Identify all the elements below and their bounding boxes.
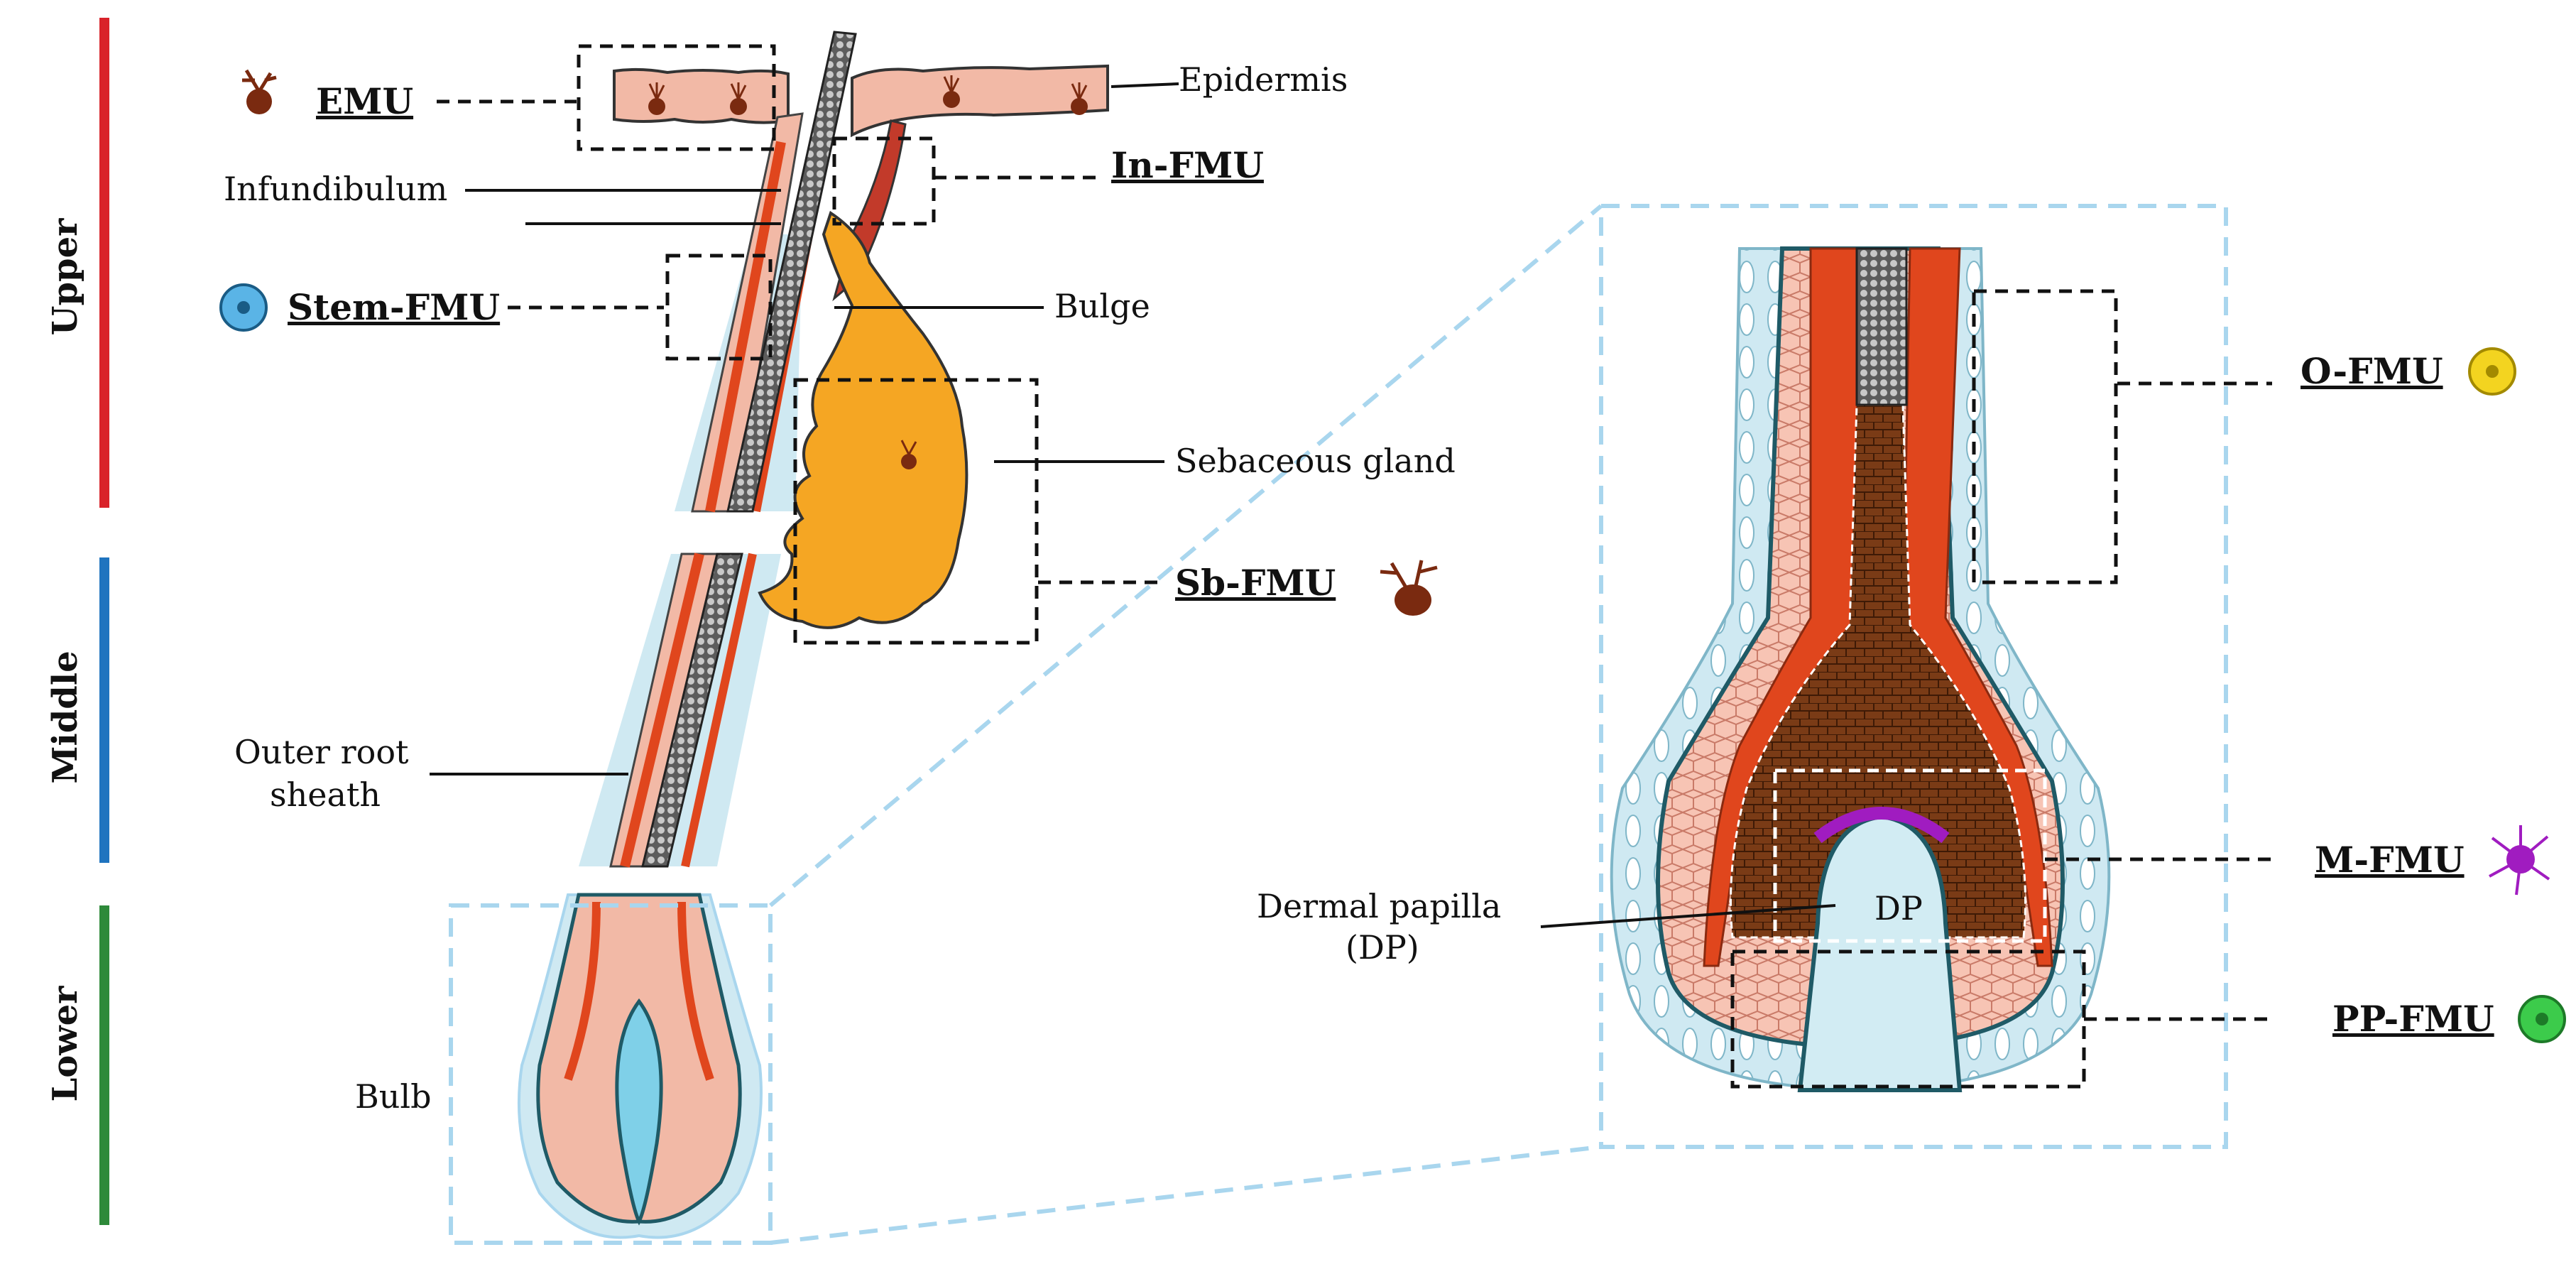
zoom-line-top	[769, 204, 1603, 908]
melanocyte-markers	[648, 75, 1088, 469]
m-fmu-box	[1773, 768, 2047, 943]
sb-melanocyte-icon	[1380, 560, 1438, 616]
detail-matrix	[1730, 403, 2026, 939]
bulb-irs-left	[564, 901, 601, 1081]
melanocyte-icon	[943, 75, 960, 108]
o-fmu-box	[1972, 289, 2118, 584]
region-label-upper: Upper	[45, 218, 85, 336]
melanocyte-icon	[648, 82, 665, 115]
label-dermal-papilla-2: (DP)	[1346, 928, 1419, 967]
region-label-middle: Middle	[45, 651, 85, 783]
m-cell-icon	[2489, 825, 2550, 896]
label-dp: DP	[1874, 889, 1923, 927]
label-dermal-papilla-1: Dermal papilla	[1257, 887, 1501, 925]
label-sebaceous-gland: Sebaceous gland	[1175, 442, 1456, 480]
label-emu: EMU	[316, 80, 413, 122]
label-sb-fmu: Sb-FMU	[1175, 562, 1336, 604]
label-bulge: Bulge	[1054, 287, 1150, 325]
bulb-detail-box	[1599, 204, 2228, 1149]
middle-region-bar	[99, 557, 109, 863]
bulb-dermal-papilla	[615, 998, 663, 1226]
bulb-detail	[1610, 246, 2118, 1092]
emu-melanocyte-icon	[242, 69, 277, 114]
label-o-fmu: O-FMU	[2301, 350, 2443, 392]
inner-root-sheath-mid-right	[681, 553, 757, 868]
label-bulb: Bulb	[355, 1077, 432, 1116]
stem-cell-icon	[219, 283, 268, 332]
label-stem-fmu: Stem-FMU	[288, 286, 500, 328]
o-cell-icon	[2468, 347, 2516, 396]
inner-root-sheath-left	[705, 141, 786, 513]
melanocyte-icon	[900, 440, 917, 469]
emu-box	[577, 44, 776, 151]
label-infundibulum: Infundibulum	[224, 170, 447, 208]
hair-follicle-left	[517, 31, 1109, 1239]
region-bars: Upper Middle Lower	[45, 18, 109, 1225]
bulb-irs-right	[677, 901, 714, 1081]
pp-cell-icon	[2518, 995, 2566, 1043]
detail-hair-shaft	[1855, 247, 1908, 406]
hair-shaft-mid	[641, 553, 743, 868]
label-epidermis: Epidermis	[1179, 60, 1348, 99]
labels: EMU Epidermis Infundibulum In-FMU Stem-F…	[219, 60, 2566, 1116]
label-outer-root-1: Outer root	[234, 733, 409, 771]
upper-region-bar	[99, 18, 109, 508]
melanocyte-icon	[730, 82, 747, 115]
zoom-line-bottom	[770, 1145, 1602, 1245]
region-label-lower: Lower	[45, 986, 85, 1102]
lower-region-bar	[99, 905, 109, 1225]
pp-fmu-box	[1730, 949, 2086, 1089]
hair-shaft-upper	[726, 31, 857, 513]
epidermis-right	[851, 64, 1109, 138]
label-pp-fmu: PP-FMU	[2332, 998, 2494, 1040]
epidermis-left	[613, 67, 790, 124]
melanocyte-icon	[1071, 82, 1088, 115]
stem-fmu-box	[665, 254, 773, 361]
leader-lines	[430, 82, 2272, 1021]
in-fmu-box	[832, 136, 936, 226]
label-in-fmu: In-FMU	[1111, 144, 1264, 186]
detail-melanocyte-band	[1813, 807, 1950, 844]
sebaceous-gland-shape	[758, 210, 968, 629]
label-outer-root-2: sheath	[270, 775, 381, 814]
label-m-fmu: M-FMU	[2315, 839, 2465, 881]
bulb-zoom-box	[449, 903, 773, 1245]
sb-fmu-box	[793, 378, 1039, 645]
inner-root-sheath-mid-left	[620, 553, 704, 868]
